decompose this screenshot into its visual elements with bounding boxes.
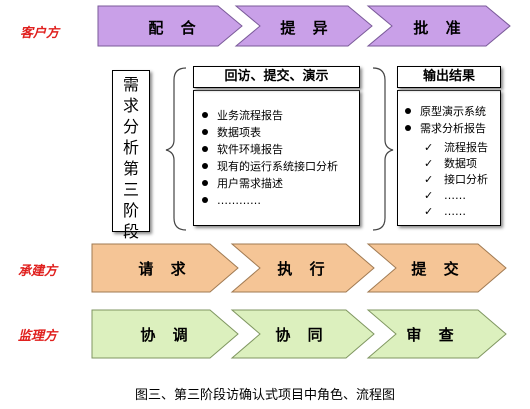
output-sub-item: ✓ 流程报告 xyxy=(424,141,488,155)
supervisor-step-2: 协 同 xyxy=(275,326,329,344)
output-sub-item: ✓ …… xyxy=(424,189,466,203)
builder-flow-row xyxy=(91,243,507,293)
client-chevron-2 xyxy=(234,5,373,47)
client-chevron-3 xyxy=(366,5,511,47)
outputs-panel xyxy=(397,90,501,226)
activity-item: 业务流程报告 xyxy=(202,109,283,123)
stage-label: 需求分析第三阶段 xyxy=(122,75,139,241)
activity-item-text: 软件环境报告 xyxy=(217,143,283,156)
activity-item: 现有的运行系统接口分析 xyxy=(202,160,338,174)
activities-title: 回访、提交、演示 xyxy=(193,66,360,88)
supervisor-flow-row xyxy=(91,309,507,359)
right-brace xyxy=(372,67,394,231)
activity-item-text: ………… xyxy=(217,194,261,207)
client-step-2: 提 异 xyxy=(280,19,334,37)
supervisor-chevron-3 xyxy=(366,309,507,359)
role-client-label: 客户方 xyxy=(20,26,60,41)
output-sub-item: ✓ 数据项 xyxy=(424,157,477,171)
activity-item-text: 数据项表 xyxy=(217,126,261,139)
activity-item-text: 用户需求描述 xyxy=(217,177,283,190)
activity-item: 软件环境报告 xyxy=(202,143,283,157)
activities-panel xyxy=(193,90,360,226)
output-sub-item: ✓ …… xyxy=(424,205,466,219)
bullet-icon xyxy=(202,112,208,118)
activity-item: ………… xyxy=(202,194,261,208)
output-item: 原型演示系统 xyxy=(405,105,486,119)
left-brace xyxy=(165,67,187,231)
bullet-icon xyxy=(405,125,411,131)
output-item-text: 需求分析报告 xyxy=(420,122,486,135)
output-item: 需求分析报告 xyxy=(405,122,486,136)
activity-item-text: 业务流程报告 xyxy=(217,109,283,122)
stage-box xyxy=(112,70,150,232)
builder-step-2: 执 行 xyxy=(277,260,331,278)
output-sub-item-text: 流程报告 xyxy=(444,141,488,154)
outputs-title: 输出结果 xyxy=(397,66,501,88)
activity-item-text: 现有的运行系统接口分析 xyxy=(217,160,338,173)
supervisor-chevron-2 xyxy=(230,309,375,359)
role-builder-label: 承建方 xyxy=(18,264,58,279)
bullet-icon xyxy=(202,146,208,152)
supervisor-step-1: 协 调 xyxy=(140,326,194,344)
bullet-icon xyxy=(202,180,208,186)
bullet-icon xyxy=(202,163,208,169)
output-sub-item-text: …… xyxy=(444,189,466,202)
bullet-icon xyxy=(405,108,411,114)
client-chevron-1 xyxy=(97,5,243,47)
check-icon: ✓ xyxy=(424,173,434,186)
output-item-text: 原型演示系统 xyxy=(420,105,486,118)
builder-chevron-3 xyxy=(366,243,507,293)
builder-step-3: 提 交 xyxy=(411,260,465,278)
output-sub-item-text: …… xyxy=(444,205,466,218)
supervisor-chevron-1 xyxy=(91,309,239,359)
check-icon: ✓ xyxy=(424,157,434,170)
client-step-1: 配 合 xyxy=(148,19,202,37)
bullet-icon xyxy=(202,197,208,203)
check-icon: ✓ xyxy=(424,189,434,202)
supervisor-step-3: 审 查 xyxy=(406,326,460,344)
output-sub-item-text: 接口分析 xyxy=(444,173,488,186)
bullet-icon xyxy=(202,129,208,135)
figure-caption: 图三、第三阶段访确认式项目中角色、流程图 xyxy=(134,388,395,403)
builder-step-1: 请 求 xyxy=(138,260,192,278)
builder-chevron-2 xyxy=(230,243,375,293)
activity-item: 数据项表 xyxy=(202,126,261,140)
client-flow-row xyxy=(97,5,511,47)
activity-item: 用户需求描述 xyxy=(202,177,283,191)
output-sub-item: ✓ 接口分析 xyxy=(424,173,488,187)
client-step-3: 批 准 xyxy=(413,19,467,37)
builder-chevron-1 xyxy=(91,243,239,293)
check-icon: ✓ xyxy=(424,205,434,218)
role-supervisor-label: 监理方 xyxy=(18,329,58,344)
check-icon: ✓ xyxy=(424,141,434,154)
output-sub-item-text: 数据项 xyxy=(444,157,477,170)
